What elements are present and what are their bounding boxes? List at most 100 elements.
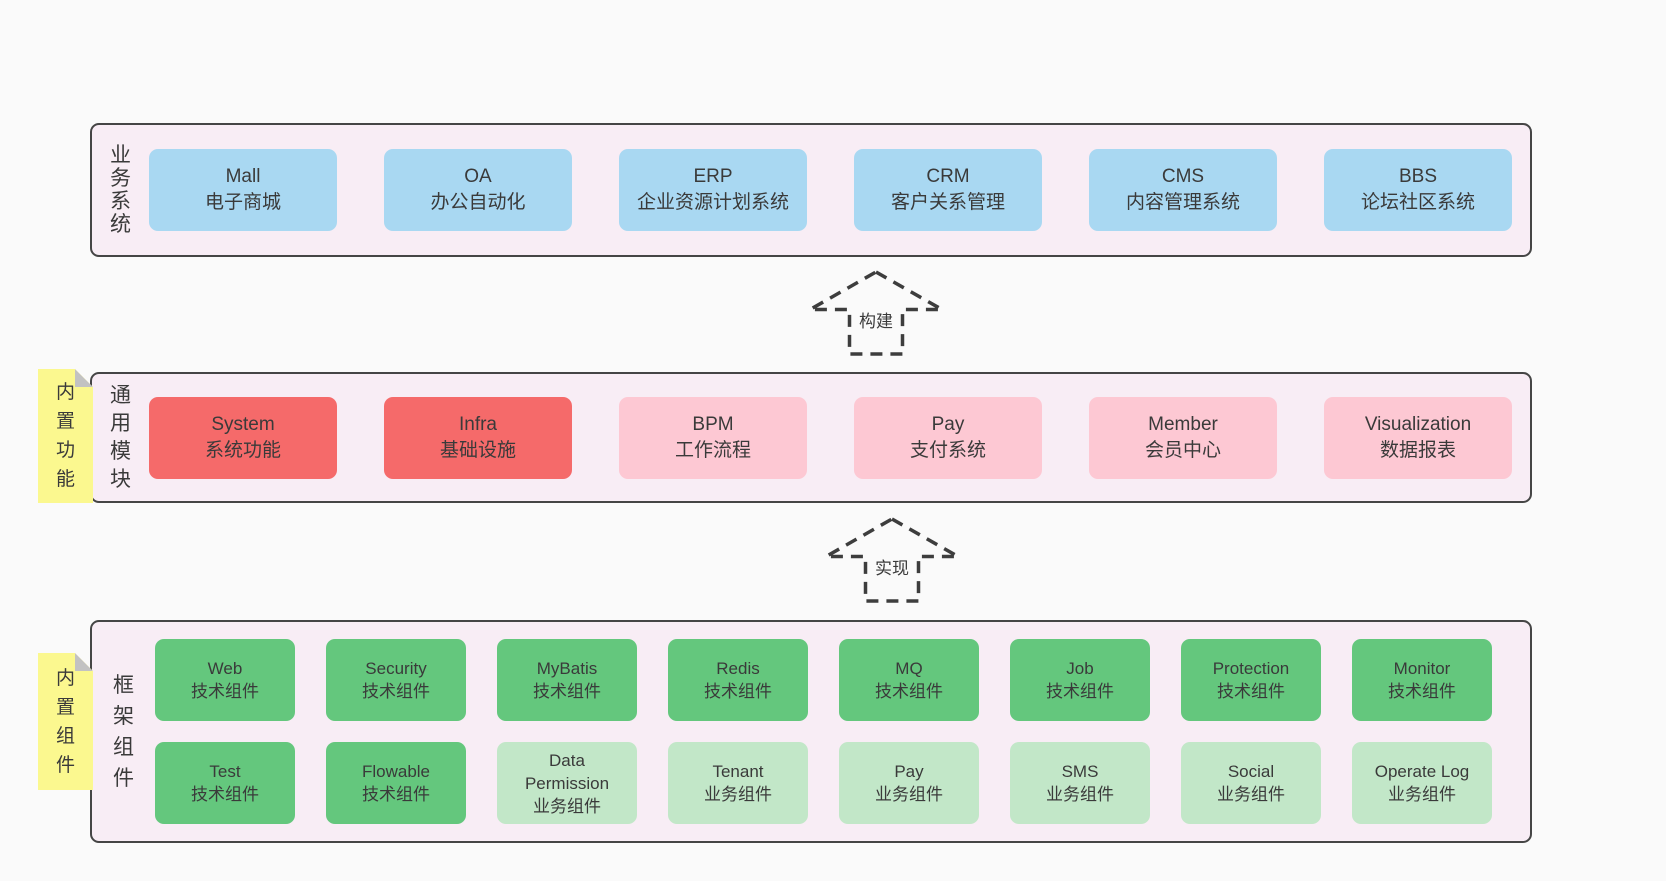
box-name: Pay xyxy=(894,762,924,781)
box-desc: 论坛社区系统 xyxy=(1360,192,1475,213)
box-system: System 系统功能 xyxy=(149,396,337,479)
box-sms: SMS 业务组件 xyxy=(1010,742,1150,824)
box-social: Social 业务组件 xyxy=(1181,742,1321,824)
box-desc: 工作流程 xyxy=(674,439,751,461)
box-visualization: Visualization 数据报表 xyxy=(1324,396,1512,479)
box-name: CMS xyxy=(1161,166,1205,187)
box-member: Member 会员中心 xyxy=(1089,396,1277,479)
box-operate-log: Operate Log 业务组件 xyxy=(1352,742,1492,824)
implement-arrow: 实现 xyxy=(819,516,965,604)
box-desc: 技术组件 xyxy=(704,682,772,701)
box-name: Redis xyxy=(716,659,760,678)
box-redis: Redis 技术组件 xyxy=(668,639,808,721)
builtin-components-sticky: 内置组件 xyxy=(38,653,93,790)
implement-arrow-label: 实现 xyxy=(872,559,912,579)
box-name: SMS xyxy=(1061,762,1099,781)
box-monitor: Monitor 技术组件 xyxy=(1352,639,1492,721)
common-modules-section: 通用模块 System 系统功能 Infra 基础设施 BPM 工作流程 Pay… xyxy=(90,372,1532,503)
box-desc: 办公自动化 xyxy=(430,192,526,213)
box-name: MyBatis xyxy=(536,659,598,678)
box-flowable: Flowable 技术组件 xyxy=(326,742,466,824)
build-arrow-label: 构建 xyxy=(856,312,896,332)
box-name: Data Permission xyxy=(524,750,610,793)
box-test: Test 技术组件 xyxy=(155,742,295,824)
box-desc: 企业资源计划系统 xyxy=(636,192,789,213)
box-name: Tenant xyxy=(712,762,764,781)
box-desc: 技术组件 xyxy=(533,682,601,701)
box-desc: 技术组件 xyxy=(191,682,259,701)
box-name: MQ xyxy=(895,659,923,678)
box-desc: 技术组件 xyxy=(1217,682,1285,701)
box-desc: 系统功能 xyxy=(204,439,281,461)
box-name: Mall xyxy=(225,166,261,187)
box-tenant: Tenant 业务组件 xyxy=(668,742,808,824)
framework-components-section: 框架组件 Web 技术组件 Security 技术组件 MyBatis 技术组件… xyxy=(90,620,1532,843)
box-desc: 客户关系管理 xyxy=(890,192,1005,213)
box-desc: 业务组件 xyxy=(704,785,772,804)
box-name: Visualization xyxy=(1364,413,1472,435)
box-desc: 技术组件 xyxy=(191,785,259,804)
box-name: Flowable xyxy=(361,762,431,781)
box-name: OA xyxy=(464,166,492,187)
common-modules-label: 通用模块 xyxy=(110,383,131,491)
box-name: CRM xyxy=(926,166,970,187)
box-desc: 内容管理系统 xyxy=(1125,192,1240,213)
box-name: Protection xyxy=(1212,659,1290,678)
box-name: BBS xyxy=(1398,166,1438,187)
box-pay: Pay 支付系统 xyxy=(854,396,1042,479)
box-desc: 技术组件 xyxy=(362,785,430,804)
box-name: Job xyxy=(1066,659,1094,678)
box-name: Test xyxy=(209,762,241,781)
box-name: Pay xyxy=(931,413,965,435)
box-protection: Protection 技术组件 xyxy=(1181,639,1321,721)
business-systems-label-zone: 业务系统 xyxy=(92,125,149,255)
box-name: Social xyxy=(1227,762,1275,781)
up-arrow-icon xyxy=(803,269,949,356)
box-name: Web xyxy=(207,659,243,678)
business-systems-section: 业务系统 Mall 电子商城 OA 办公自动化 ERP 企业资源计划系统 CRM… xyxy=(90,123,1532,257)
box-desc: 会员中心 xyxy=(1144,439,1221,461)
box-desc: 业务组件 xyxy=(875,785,943,804)
box-desc: 支付系统 xyxy=(909,439,986,461)
box-desc: 技术组件 xyxy=(362,682,430,701)
box-cms: CMS 内容管理系统 xyxy=(1089,149,1277,231)
framework-components-row-1: Web 技术组件 Security 技术组件 MyBatis 技术组件 Redi… xyxy=(155,639,1492,721)
common-modules-row: System 系统功能 Infra 基础设施 BPM 工作流程 Pay 支付系统… xyxy=(149,396,1512,479)
box-desc: 技术组件 xyxy=(1388,682,1456,701)
business-systems-row: Mall 电子商城 OA 办公自动化 ERP 企业资源计划系统 CRM 客户关系… xyxy=(149,149,1512,231)
box-desc: 业务组件 xyxy=(1388,785,1456,804)
box-desc: 技术组件 xyxy=(875,682,943,701)
box-desc: 基础设施 xyxy=(439,439,516,461)
box-desc: 业务组件 xyxy=(1217,785,1285,804)
box-name: Member xyxy=(1148,413,1218,435)
box-data-permission: Data Permission 业务组件 xyxy=(497,742,637,824)
box-crm: CRM 客户关系管理 xyxy=(854,149,1042,231)
builtin-features-sticky: 内置功能 xyxy=(38,369,93,503)
box-name: Security xyxy=(365,659,427,678)
box-name: BPM xyxy=(692,413,734,435)
box-name: ERP xyxy=(693,166,733,187)
common-modules-label-zone: 通用模块 xyxy=(92,374,149,501)
box-web: Web 技术组件 xyxy=(155,639,295,721)
box-name: Infra xyxy=(458,413,498,435)
framework-components-grid: Web 技术组件 Security 技术组件 MyBatis 技术组件 Redi… xyxy=(155,639,1492,824)
up-arrow-icon xyxy=(819,516,965,603)
framework-components-label-zone: 框架组件 xyxy=(92,622,155,841)
builtin-features-sticky-label: 内置功能 xyxy=(55,382,75,490)
box-infra: Infra 基础设施 xyxy=(384,396,572,479)
box-job: Job 技术组件 xyxy=(1010,639,1150,721)
box-name: Monitor xyxy=(1393,659,1451,678)
box-desc: 业务组件 xyxy=(533,796,601,816)
box-mq: MQ 技术组件 xyxy=(839,639,979,721)
box-bbs: BBS 论坛社区系统 xyxy=(1324,149,1512,231)
box-name: Operate Log xyxy=(1374,762,1470,781)
box-oa: OA 办公自动化 xyxy=(384,149,572,231)
business-systems-label: 业务系统 xyxy=(110,144,131,236)
box-desc: 技术组件 xyxy=(1046,682,1114,701)
box-bpm: BPM 工作流程 xyxy=(619,396,807,479)
box-security: Security 技术组件 xyxy=(326,639,466,721)
box-mybatis: MyBatis 技术组件 xyxy=(497,639,637,721)
box-desc: 数据报表 xyxy=(1379,439,1456,461)
framework-components-label: 框架组件 xyxy=(113,673,134,790)
